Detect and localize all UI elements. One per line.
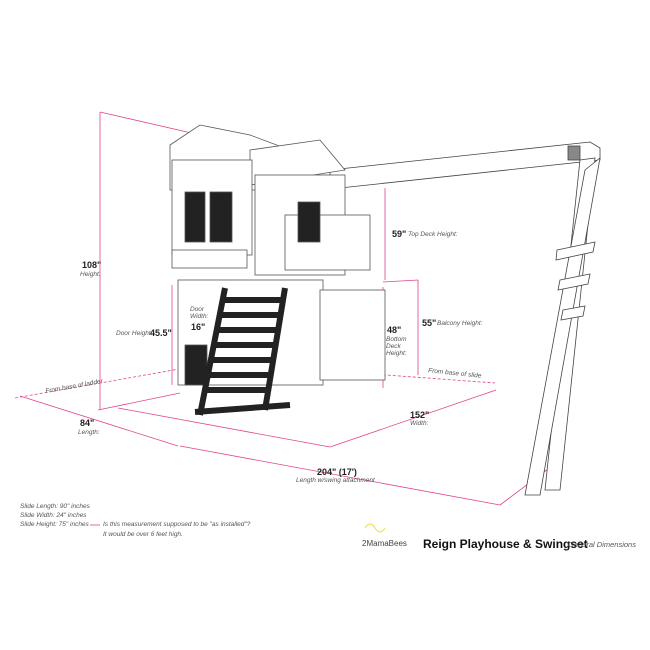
diagram-subtitle: General Dimensions <box>568 540 636 549</box>
door-width-label2: Width: <box>190 313 209 320</box>
bottom-deck-label2: Deck <box>386 343 401 350</box>
note-slide-width: Slide Width: 24" inches <box>20 512 87 519</box>
bottom-deck-label1: Bottom <box>386 336 407 343</box>
door-width-label: Door <box>190 306 205 313</box>
top-deck-label: Top Deck Height: <box>408 231 458 238</box>
width-label: Width: <box>410 420 429 427</box>
balcony-value: 55" <box>422 318 437 328</box>
door-width-value: 16" <box>191 322 206 332</box>
ladder <box>194 287 291 416</box>
height-value: 108" <box>82 260 102 270</box>
balcony-label: Balcony Height: <box>437 320 483 327</box>
note-question2: It would be over 6 feet high. <box>103 531 183 538</box>
playhouse <box>169 124 386 386</box>
note-slide-height: Slide Height: 75" inches <box>20 521 89 528</box>
logo-bee-mark <box>364 523 386 533</box>
length-value: 84" <box>80 418 95 428</box>
width-value: 152" <box>410 410 430 420</box>
note-question1: Is this measurement supposed to be "as i… <box>103 521 251 528</box>
top-deck-value: 59" <box>392 229 407 239</box>
length-label: Length: <box>78 429 100 436</box>
door-height-label: Door Height: <box>116 330 153 337</box>
diagram-title: Reign Playhouse & Swingset <box>423 537 588 551</box>
total-length-value: 204" (17') <box>317 467 357 477</box>
door-height-value: 45.5" <box>150 328 172 338</box>
total-length-label: Length w/swing attachment <box>296 477 375 484</box>
bottom-deck-value: 48" <box>387 325 402 335</box>
note-slide-length: Slide Length: 90" inches <box>20 503 90 510</box>
swing-beam <box>329 141 601 496</box>
logo-text: 2MamaBees <box>362 539 407 548</box>
bottom-deck-label3: Height: <box>386 350 407 357</box>
height-label: Height: <box>80 271 101 278</box>
